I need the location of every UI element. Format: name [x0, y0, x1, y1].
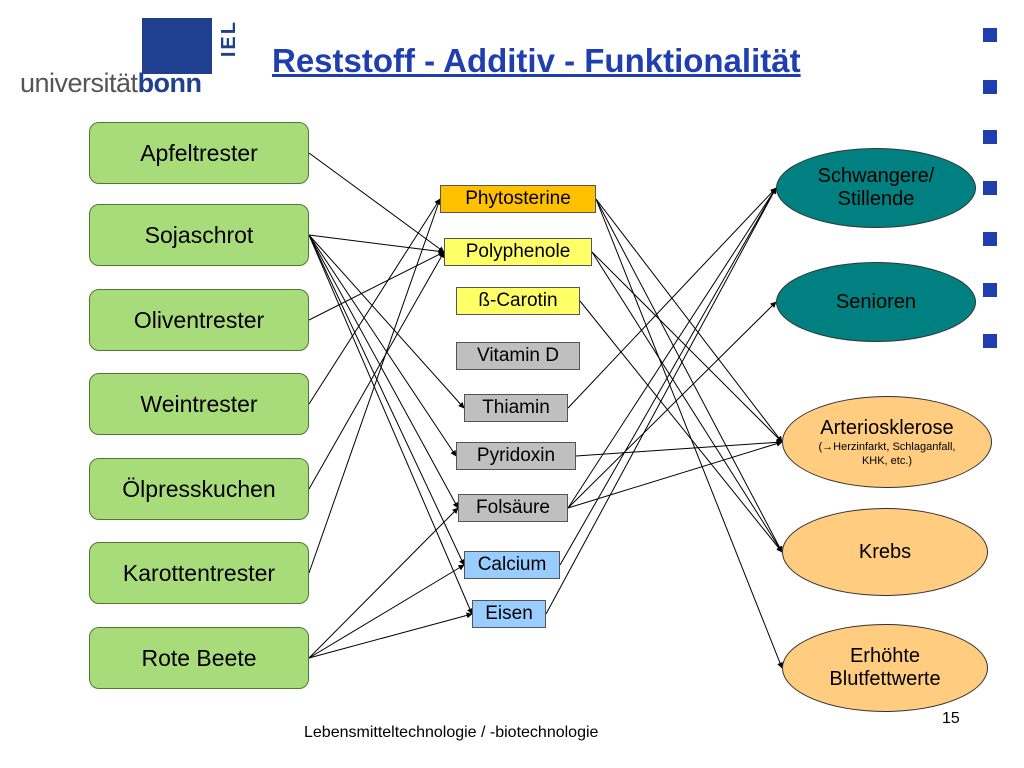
source-box-sojaschrot: Sojaschrot	[89, 204, 309, 266]
additive-box-folsaeure: Folsäure	[458, 494, 568, 522]
source-label: Karottentrester	[122, 559, 276, 586]
square-icon	[983, 283, 997, 297]
additive-box-thiamin: Thiamin	[464, 394, 568, 422]
square-icon	[983, 181, 997, 195]
target-ellipse-arteriosklerose: Arteriosklerose (→Herzinfarkt, Schlaganf…	[782, 396, 992, 488]
link-additive-target	[545, 187, 777, 615]
link-source-additive	[308, 234, 459, 509]
footer-text: Lebensmitteltechnologie / -biotechnologi…	[304, 724, 599, 741]
additive-box-pyridoxin: Pyridoxin	[456, 442, 576, 470]
target-label: Schwangere/	[817, 165, 935, 187]
additive-box-beta-carotin: ß-Carotin	[456, 287, 580, 315]
link-additive-target	[595, 198, 783, 553]
source-box-rote-beete: Rote Beete	[89, 627, 309, 689]
source-label: Sojaschrot	[144, 221, 254, 248]
link-source-additive	[308, 198, 441, 405]
link-additive-target	[595, 198, 783, 443]
link-additive-target	[591, 251, 783, 553]
target-label: Blutfettwerte	[829, 668, 941, 690]
source-label: Apfeltrester	[140, 139, 258, 166]
link-additive-target	[559, 187, 777, 566]
additive-label: ß-Carotin	[478, 290, 558, 311]
link-source-additive	[308, 507, 459, 659]
link-additive-target	[591, 251, 783, 443]
link-additive-target	[567, 187, 777, 409]
link-source-additive	[308, 234, 465, 566]
target-label: Arteriosklerose	[820, 416, 954, 439]
target-ellipse-krebs: Krebs	[782, 508, 988, 596]
source-box-karottentrester: Karottentrester	[89, 542, 309, 604]
link-source-additive	[308, 251, 445, 490]
link-additive-target	[575, 439, 783, 457]
logo-building-icon	[142, 18, 212, 74]
additive-label: Thiamin	[482, 397, 550, 418]
square-icon	[983, 28, 997, 42]
target-ellipse-schwangere: Schwangere/ Stillende	[776, 148, 976, 228]
target-ellipse-blutfettwerte: Erhöhte Blutfettwerte	[782, 624, 988, 712]
source-box-apfeltrester: Apfeltrester	[89, 122, 309, 184]
additive-label: Calcium	[477, 554, 547, 575]
additive-label: Phytosterine	[465, 188, 571, 209]
link-additive-target	[595, 198, 783, 669]
additive-box-vitamin-d: Vitamin D	[456, 342, 580, 370]
source-label: Weintrester	[140, 390, 258, 417]
source-box-oliventrester: Oliventrester	[89, 289, 309, 351]
link-source-additive	[308, 234, 445, 255]
university-logo: universitätbonn IEL	[14, 18, 244, 98]
target-label: Senioren	[835, 290, 917, 313]
source-label: Oliventrester	[133, 306, 265, 333]
logo-wordmark: universitätbonn	[20, 68, 202, 98]
additive-label: Eisen	[485, 603, 533, 624]
link-source-additive	[308, 234, 473, 615]
additive-label: Vitamin D	[476, 345, 559, 366]
source-box-oelpresskuchen: Ölpresskuchen	[89, 458, 309, 520]
target-label: Krebs	[858, 540, 912, 563]
link-source-additive	[308, 152, 445, 253]
square-icon	[983, 130, 997, 144]
link-additive-target	[567, 301, 777, 509]
link-additive-target	[567, 187, 777, 509]
additive-box-eisen: Eisen	[472, 600, 546, 628]
target-label: Stillende	[837, 188, 915, 210]
page-number: 15	[942, 710, 960, 727]
source-box-weintrester: Weintrester	[89, 373, 309, 435]
target-ellipse-senioren: Senioren	[776, 262, 976, 342]
square-icon	[983, 80, 997, 94]
target-sublabel: (→Herzinfarkt, Schlaganfall,	[818, 440, 956, 453]
link-source-additive	[308, 612, 473, 659]
additive-box-phytosterine: Phytosterine	[440, 185, 596, 213]
square-icon	[983, 334, 997, 348]
link-source-additive	[308, 564, 465, 659]
additive-label: Polyphenole	[465, 241, 571, 262]
additive-box-calcium: Calcium	[464, 551, 560, 579]
link-source-additive	[308, 234, 465, 409]
link-additive-target	[567, 440, 783, 509]
source-label: Rote Beete	[141, 644, 257, 671]
link-additive-target	[579, 300, 783, 553]
link-source-additive	[308, 234, 457, 457]
link-source-additive	[308, 251, 445, 321]
target-sublabel: KHK, etc.)	[861, 454, 913, 467]
source-label: Ölpresskuchen	[122, 475, 276, 502]
square-icon	[983, 232, 997, 246]
link-source-additive	[308, 198, 442, 574]
additive-label: Pyridoxin	[476, 445, 556, 466]
additive-box-polyphenole: Polyphenole	[444, 238, 592, 266]
page-title: Reststoff - Additiv - Funktionalität	[272, 42, 801, 79]
target-label: Erhöhte	[849, 645, 921, 667]
additive-label: Folsäure	[476, 497, 550, 518]
